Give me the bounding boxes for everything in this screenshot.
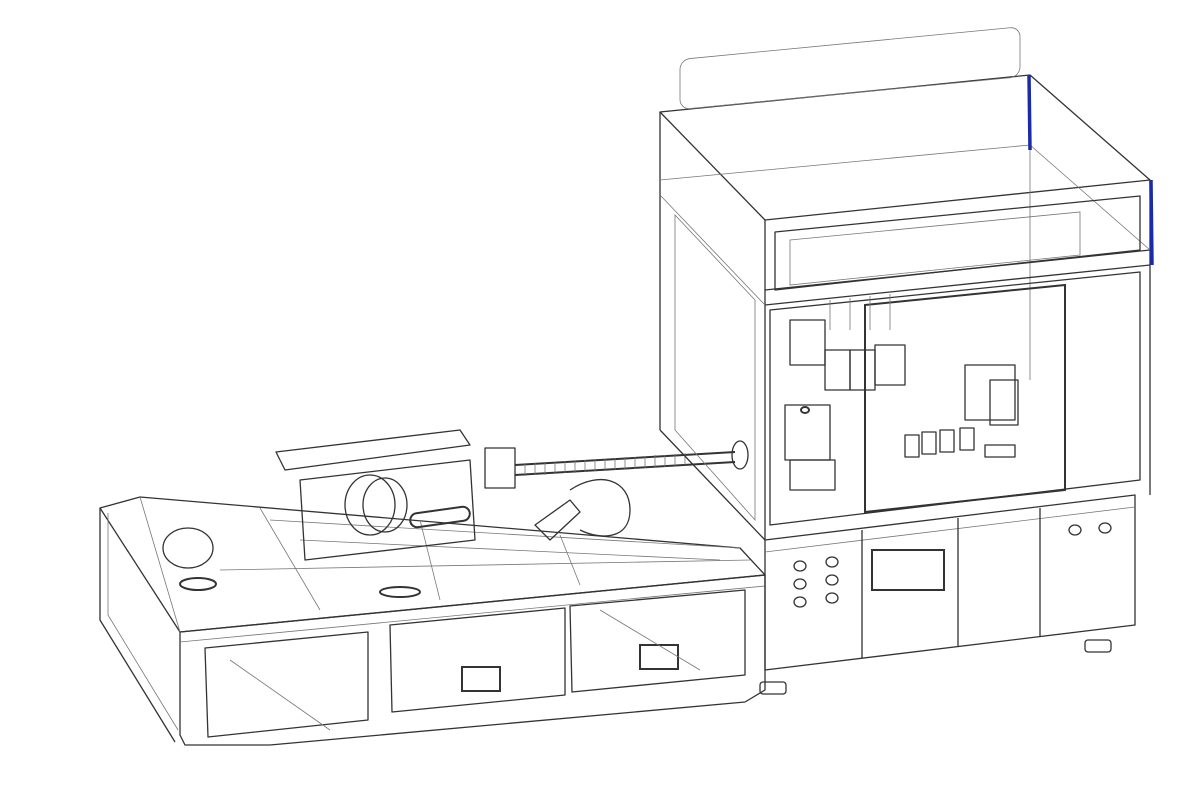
- front-top-panel: [774, 195, 1141, 291]
- component-module: [849, 349, 876, 391]
- leveling-foot: [759, 681, 787, 695]
- bench-drawer-middle: [389, 607, 566, 713]
- component-module: [989, 379, 1019, 426]
- mechanism-plate: [275, 429, 471, 471]
- bench-port-hole: [179, 577, 217, 591]
- enclosure-frame: [659, 75, 1151, 541]
- front-door: [864, 283, 1066, 514]
- bench-side-inner-edge: [107, 513, 179, 731]
- drawer-handle: [639, 644, 679, 670]
- bench-side-edge: [99, 508, 176, 743]
- curved-guide: [569, 479, 631, 537]
- bench-port-hole: [162, 527, 214, 569]
- mechanism-wheel: [362, 477, 408, 533]
- internal-components: [784, 294, 1019, 491]
- feed-mechanism: [275, 429, 749, 561]
- component-module: [789, 459, 836, 491]
- side-panel: [674, 213, 756, 522]
- front-panel: [769, 271, 1141, 526]
- bench-top: [99, 496, 766, 633]
- screw-mount: [484, 447, 516, 489]
- guide-arm: [534, 499, 581, 541]
- bench-module: [99, 496, 766, 746]
- component-module: [789, 319, 826, 366]
- bench-door-left: [204, 631, 369, 738]
- highlighted-edge: [1149, 179, 1154, 266]
- enclosure-top: [659, 74, 1151, 221]
- component-module: [824, 349, 851, 391]
- tower-base-cabinet: [759, 494, 1136, 695]
- mechanism-slot: [409, 505, 471, 529]
- highlighted-edge: [1027, 74, 1032, 151]
- component-fitting: [800, 406, 810, 414]
- rear-top-panel: [679, 27, 1021, 110]
- screw-end-bearing: [731, 440, 749, 470]
- cabinet-holes: [793, 522, 1112, 608]
- mechanism-wheel: [344, 474, 396, 536]
- cabinet-rail: [764, 506, 1136, 553]
- component-module: [874, 344, 906, 386]
- mechanism-housing: [299, 459, 476, 561]
- hanging-rods: [829, 294, 891, 330]
- lead-screw: [514, 451, 736, 476]
- drawer-handle: [461, 666, 501, 692]
- cabinet-front: [764, 494, 1136, 671]
- tower-enclosure: [659, 27, 1154, 541]
- bench-drawer-right: [569, 589, 746, 693]
- bench-rail: [179, 585, 766, 643]
- bench-frame-lines: [139, 496, 751, 731]
- bench-port-hole: [379, 586, 421, 598]
- capacitor-bank: [904, 427, 975, 458]
- component-module: [984, 444, 1016, 458]
- cabinet-window: [871, 549, 945, 591]
- front-top-panel-inset: [789, 211, 1081, 286]
- leveling-foot: [1084, 639, 1112, 653]
